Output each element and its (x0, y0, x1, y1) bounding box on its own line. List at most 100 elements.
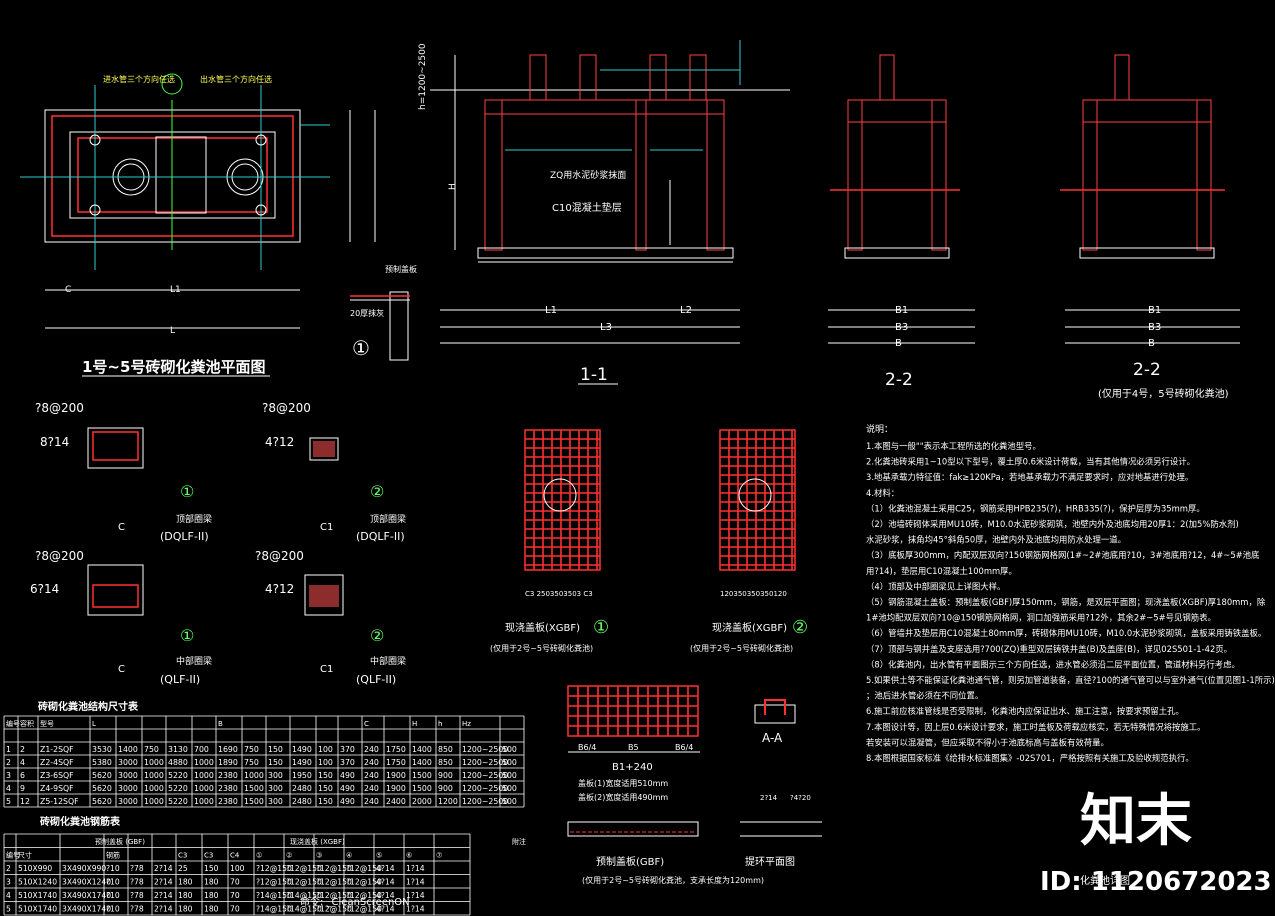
table-cell: 1?14 (406, 864, 425, 873)
table-cell: 4 (6, 784, 11, 793)
rebar-group1: 预制盖板 (GBF) (95, 837, 145, 846)
table-header: L (92, 720, 96, 728)
s22b-b3: B3 (1148, 322, 1161, 333)
table-cell: 150 (204, 864, 219, 873)
table-cell: 1490 (292, 758, 312, 767)
table-cell: 5620 (92, 784, 112, 793)
beam1-c: C (118, 522, 125, 533)
table-cell: 2380 (218, 797, 238, 806)
table-header: C3 (204, 852, 213, 860)
table-cell: 240 (364, 784, 379, 793)
rebar-table-title: 砖砌化粪池钢筋表 (40, 815, 121, 828)
precast-ring-dim1: 2?14 (760, 794, 778, 802)
table-header: C (364, 720, 369, 728)
table-cell: 3X490X1240 (62, 878, 111, 887)
precast-slab: B6/4 B5 B6/4 B1+240 盖板(1)宽度适用510mm 盖板(2)… (567, 685, 822, 885)
s11-h-range: h=1200~2500 (418, 43, 428, 110)
table-cell: 70 (230, 905, 240, 914)
note-line: 若安装可以混凝管，但应采取不得小于池底标高与盖板有效荷量。 (866, 737, 1109, 747)
plan-outlet-note: 出水管三个方向任选 (200, 74, 272, 84)
beam3-bar: 6?14 (30, 582, 59, 596)
table-cell: 1400 (412, 758, 432, 767)
table-cell: 850 (438, 745, 453, 754)
beam1-bar: 8?14 (40, 435, 69, 449)
table-cell: ?10 (106, 878, 120, 887)
table-cell: 1500 (244, 784, 264, 793)
table-cell: 240 (364, 758, 379, 767)
table-cell: 4?14 (376, 878, 395, 887)
rebar-table: 砖砌化粪池钢筋表 预制盖板 (GBF) 现浇盖板 (XGBF) 附注 编号尺寸钢… (3, 815, 526, 916)
table-cell: 3000 (118, 771, 138, 780)
note-line: 3.地基承载力特征值：fak≥120KPa，若地基承载力不满足要求时，应对地基进… (866, 472, 1193, 482)
table-cell: 150 (318, 784, 333, 793)
table-cell: 1000 (144, 758, 164, 767)
beam4-bar: 4?12 (265, 582, 294, 596)
beam4-code: (QLF-II) (356, 673, 396, 686)
table-cell: ?12@150 (346, 891, 382, 900)
table-cell: 750 (144, 745, 159, 754)
table-cell: 4 (20, 758, 25, 767)
table-cell: 70 (230, 891, 240, 900)
table-cell: ?78 (130, 878, 144, 887)
beam2-code: (DQLF-II) (356, 530, 405, 543)
beam2-bar: 4?12 (265, 435, 294, 449)
table-cell: ?12@150 (346, 905, 382, 914)
s22-b3: B3 (895, 322, 908, 333)
beam1-num: ① (180, 482, 194, 501)
table-cell: 3X490X990 (62, 864, 106, 873)
table-cell: 3X490X1740 (62, 891, 111, 900)
slab1-bottom: C3 2503503503 C3 (525, 590, 593, 598)
table-cell: ?12@150 (316, 905, 352, 914)
table-cell: 1000 (244, 771, 264, 780)
table-cell: 5220 (168, 771, 188, 780)
table-cell: ?14@150 (286, 891, 322, 900)
note-line: （3）底板厚300mm，内配双层双向?150钢筋网格网(1#~2#池底用?10，… (866, 550, 1260, 560)
s11-h: H (448, 183, 458, 190)
table-cell: ?12@150 (256, 864, 292, 873)
table-cell: ?10 (106, 905, 120, 914)
table-cell: 3000 (118, 797, 138, 806)
table-cell: 180 (178, 878, 193, 887)
table-cell: 2?14 (154, 864, 173, 873)
table-cell: 1690 (218, 745, 238, 754)
precast-note2: 盖板(2)宽度适用490mm (578, 792, 668, 802)
table-cell: Z1-2SQF (40, 745, 74, 754)
beam4-rebar: ?8@200 (255, 549, 304, 563)
beam1-name: 顶部圈梁 (176, 513, 212, 525)
table-cell: 2?14 (154, 905, 173, 914)
table-cell: 12 (20, 797, 30, 806)
precast-dim-c: B6/4 (675, 743, 693, 752)
table-cell: ?78 (130, 891, 144, 900)
table-cell: ?12@150 (316, 891, 352, 900)
table-cell: 1?14 (406, 878, 425, 887)
table-cell: 500 (502, 758, 517, 767)
section-2-2: B1 B3 B 2-2 (828, 54, 975, 390)
precast-width: B1+240 (612, 762, 653, 773)
table-cell: 240 (364, 771, 379, 780)
table-cell: 1200~2500 (462, 758, 508, 767)
note-line: （6）管墙井及垫层用C10混凝土80mm厚，砖砌体用MU10砖，M10.0水泥砂… (866, 628, 1266, 638)
table-cell: 2?14 (154, 878, 173, 887)
beam3-code: (QLF-II) (160, 673, 200, 686)
note-line: （4）顶部及中部圈梁见上详图大样。 (866, 581, 1005, 591)
table-cell: 1200~2500 (462, 771, 508, 780)
table-cell: ?12@150 (346, 864, 382, 873)
note-line: 2.化粪池砖采用1~10型以下型号，覆土厚0.6米设计荷载，当有其他情况必须另行… (866, 457, 1195, 467)
table-cell: 1900 (386, 784, 406, 793)
note-line: 水泥砂浆，抹角均45°斜角50厚，池壁内外及池底均用防水处理一道。 (866, 535, 1126, 545)
table-cell: 150 (268, 745, 283, 754)
table-header: C4 (230, 852, 240, 860)
table-cell: ?78 (130, 905, 144, 914)
rebar-note: 附注 (512, 837, 526, 846)
table-cell: 700 (194, 745, 209, 754)
table-cell: 5620 (92, 771, 112, 780)
table-cell: ?78 (130, 864, 144, 873)
s11-title: 1-1 (580, 365, 608, 385)
table-cell: ?14@150 (286, 905, 322, 914)
table-cell: 370 (340, 758, 355, 767)
table-cell: 3X490X1740 (62, 905, 111, 914)
plan-dim-l: L (170, 326, 175, 336)
table-cell: ?12@150 (256, 878, 292, 887)
table-cell: 3 (6, 771, 11, 780)
plan-dim-l1: L1 (170, 285, 181, 295)
